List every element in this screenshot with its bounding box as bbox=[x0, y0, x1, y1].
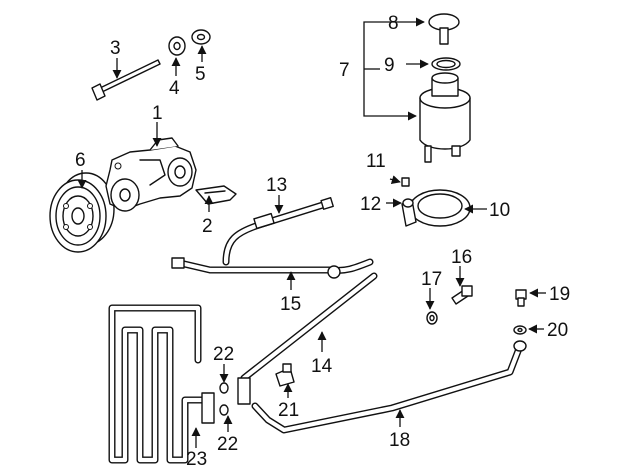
part-12-nut bbox=[402, 198, 414, 208]
callout-3: 3 bbox=[110, 38, 121, 59]
part-1-pump bbox=[105, 137, 197, 212]
part-15-line bbox=[171, 257, 374, 279]
part-18-line bbox=[251, 340, 527, 434]
callout-16: 16 bbox=[451, 247, 472, 268]
callout-8: 8 bbox=[388, 13, 399, 34]
callout-21: 21 bbox=[278, 400, 299, 421]
callout-11: 11 bbox=[366, 151, 386, 172]
part-8-cap bbox=[428, 13, 460, 45]
part-6-pulley bbox=[49, 172, 115, 253]
leader-lines bbox=[77, 17, 546, 448]
callout-19: 19 bbox=[549, 284, 570, 305]
callout-22-top: 22 bbox=[213, 344, 234, 365]
part-22-orings bbox=[219, 382, 229, 416]
part-19-bolt bbox=[515, 289, 527, 307]
callout-17: 17 bbox=[421, 269, 442, 290]
callout-6: 6 bbox=[75, 150, 86, 171]
part-3-bolt bbox=[91, 59, 161, 101]
callout-4: 4 bbox=[169, 78, 180, 99]
part-16-bolt bbox=[451, 285, 473, 305]
callout-7: 7 bbox=[339, 60, 350, 81]
callout-23: 23 bbox=[186, 449, 207, 470]
callout-20: 20 bbox=[547, 320, 568, 341]
part-17-washer bbox=[426, 311, 438, 325]
callout-9: 9 bbox=[384, 55, 395, 76]
callout-22-bottom: 22 bbox=[217, 434, 238, 455]
callout-labels: 3 4 5 1 6 2 13 15 14 18 23 22 22 21 11 1… bbox=[75, 13, 570, 470]
part-9-seal bbox=[431, 57, 461, 71]
part-23-cooler bbox=[108, 304, 215, 464]
callout-5: 5 bbox=[195, 64, 206, 85]
callout-13: 13 bbox=[266, 175, 287, 196]
callout-12: 12 bbox=[360, 194, 381, 215]
callout-10: 10 bbox=[489, 200, 510, 221]
callout-14: 14 bbox=[311, 356, 333, 377]
part-2-bracket bbox=[195, 185, 237, 205]
part-10-bracket bbox=[401, 189, 471, 227]
callout-18: 18 bbox=[389, 430, 410, 451]
callout-2: 2 bbox=[202, 216, 213, 237]
part-14-line bbox=[237, 272, 378, 405]
part-4-nut bbox=[168, 36, 186, 56]
callout-1: 1 bbox=[152, 103, 163, 124]
part-11-nut bbox=[401, 177, 410, 187]
callout-15: 15 bbox=[280, 294, 301, 315]
part-5-washer bbox=[191, 29, 211, 45]
part-13-hose bbox=[222, 197, 334, 266]
part-21-fitting bbox=[275, 363, 295, 387]
part-7-reservoir bbox=[419, 72, 471, 163]
part-20-washer bbox=[513, 325, 527, 335]
